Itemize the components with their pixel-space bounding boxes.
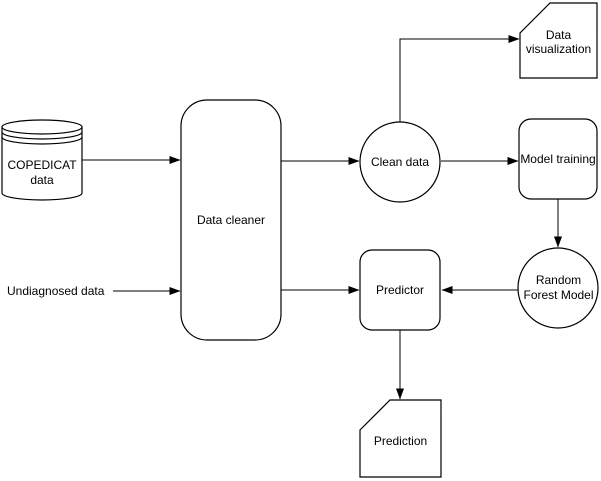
prediction-node: [359, 399, 442, 478]
data-cleaner-node: [180, 99, 282, 341]
database-cylinder-body: [1, 126, 83, 201]
edge-clean-data-to-data-visualization-arrow: [399, 35, 520, 122]
database-cylinder-disk-line: [1, 131, 83, 140]
predictor-node: [359, 249, 441, 331]
model-training-node: [518, 118, 598, 200]
clean-data-node: [359, 121, 441, 203]
copedicat-data-node: [1, 119, 83, 201]
data-visualization-node: [519, 2, 598, 79]
database-cylinder-top: [1, 119, 83, 135]
undiagnosed-data-label: Undiagnosed data: [7, 284, 105, 298]
random-forest-model-node: [517, 247, 599, 329]
database-cylinder-disk-line: [1, 136, 83, 145]
